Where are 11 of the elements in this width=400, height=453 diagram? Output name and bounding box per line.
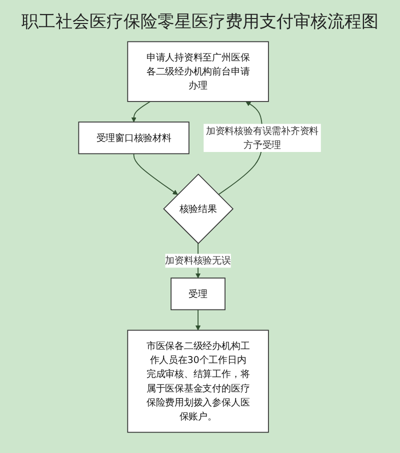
edge-label: 加资料核验无误: [165, 254, 232, 266]
arrow: [196, 309, 201, 330]
diagram-title: 职工社会医疗保险零星医疗费用支付审核流程图: [20, 11, 380, 33]
node-box: 市医保各二级经办机构工作人员在30个工作日内完成审核、结算工作，将属于医保基金支付的医疗保险费用划拨入参保人医保账户。: [127, 330, 270, 433]
node-box: 受理: [170, 278, 226, 310]
node-box: 申请人持资料至广州医保各二级经办机构前台申请办理: [127, 41, 270, 102]
arrow: [134, 153, 178, 195]
node-diamond: 核验结果: [163, 174, 234, 244]
edge-label: 加资料核验有误需补齐资料方予受理: [206, 124, 319, 150]
arrow: [131, 101, 151, 122]
node-box: 受理窗口核验材料: [78, 122, 190, 154]
